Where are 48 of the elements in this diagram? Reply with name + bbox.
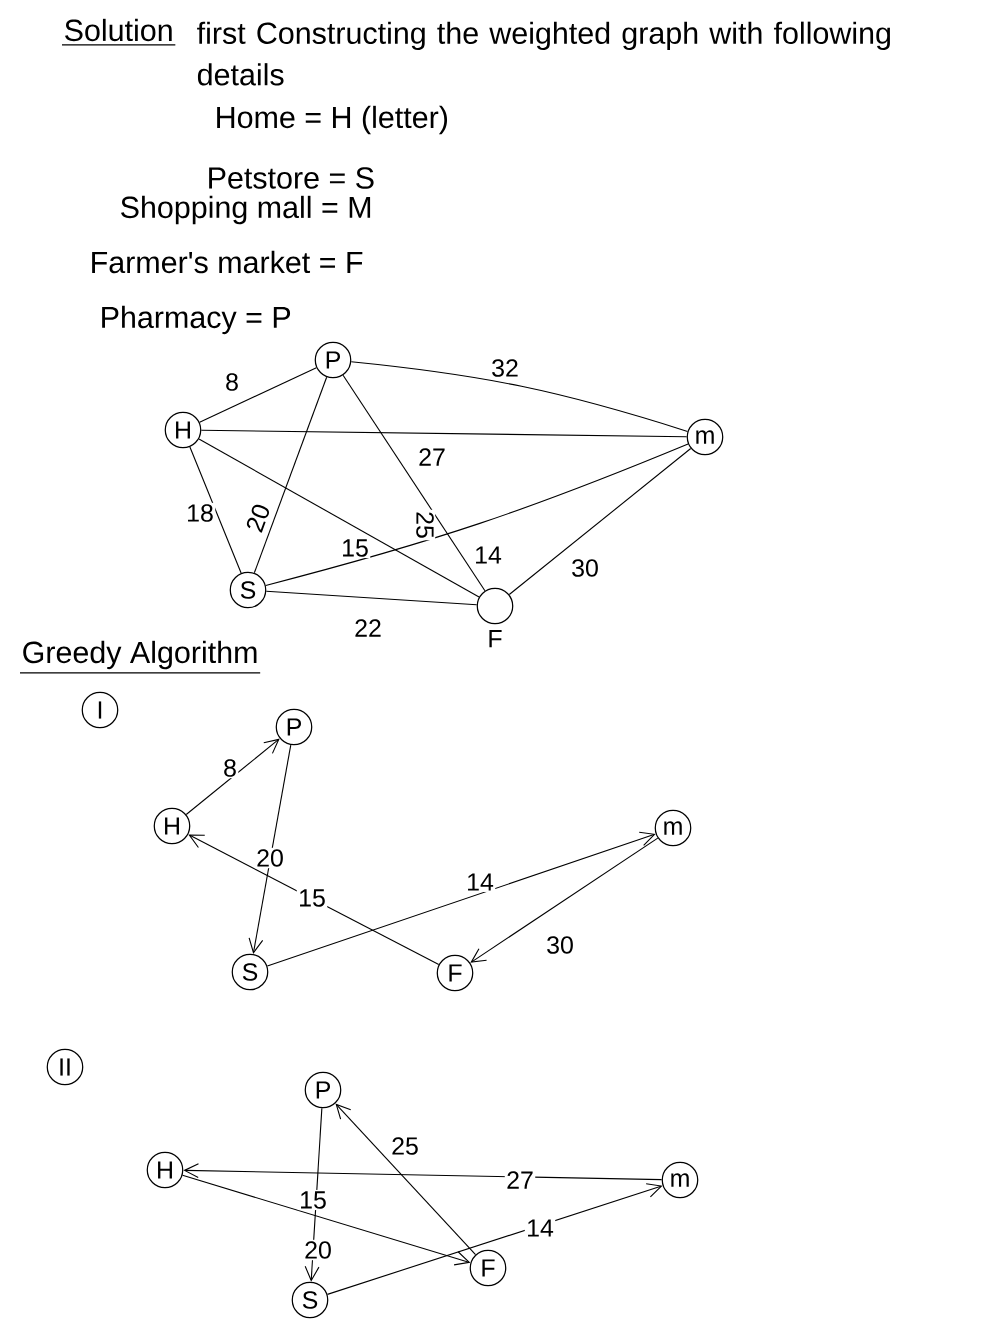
edge-label: 30: [544, 934, 576, 956]
definition-text: Pharmacy = P: [102, 305, 291, 335]
edge-label: 8: [221, 757, 239, 779]
sentence: first Constructing the weighted graph with following details: [197, 21, 890, 86]
definition-text: Shopping mall = M: [121, 195, 371, 225]
heading: Greedy Algorithm: [19, 640, 261, 674]
edge-label: 30: [569, 557, 601, 579]
arrow: [188, 834, 440, 966]
edge-label: 25: [414, 509, 436, 541]
node-label: F: [489, 630, 502, 648]
edge-line: [342, 374, 486, 592]
edge-label: 27: [416, 446, 448, 468]
arrow: [335, 1103, 477, 1256]
definition-text: Farmer's market = F: [92, 250, 363, 274]
edge-label: 27: [504, 1169, 536, 1191]
edge-line: [253, 376, 328, 574]
edge-label: 25: [389, 1135, 421, 1157]
edge-label: 22: [352, 617, 384, 639]
edge-line: [265, 590, 478, 606]
edge-line: [200, 429, 688, 438]
arrow: [470, 837, 659, 963]
edge-label: 14: [472, 545, 504, 565]
edge-label: 20: [254, 847, 286, 869]
edge-line: [265, 443, 689, 586]
edge-label: 20: [243, 500, 273, 536]
arrow: [266, 831, 656, 967]
edge-label: 15: [296, 887, 328, 909]
edge-label: 8: [223, 371, 241, 393]
edge-line: [508, 447, 692, 596]
edge-line: [189, 446, 242, 574]
edge-line: [199, 367, 317, 423]
definition-text: Petstore = S: [209, 167, 374, 189]
edge-label: 20: [302, 1239, 334, 1261]
definition-text: Home = H (letter): [217, 105, 447, 135]
edge-label: 14: [524, 1218, 556, 1238]
edge-label: 15: [297, 1189, 329, 1211]
edge-line: [350, 361, 689, 432]
edge-label: 15: [339, 537, 371, 559]
arrow: [248, 744, 292, 954]
edge-label: 14: [464, 872, 496, 892]
edge-label: 18: [184, 502, 216, 524]
heading: Solution: [61, 18, 176, 46]
edge-label: 32: [489, 357, 521, 379]
arrow: [326, 1183, 663, 1295]
arrow: [185, 738, 280, 815]
edge-line: [198, 438, 480, 598]
arrow: [182, 1174, 471, 1266]
arrow: [183, 1163, 663, 1181]
